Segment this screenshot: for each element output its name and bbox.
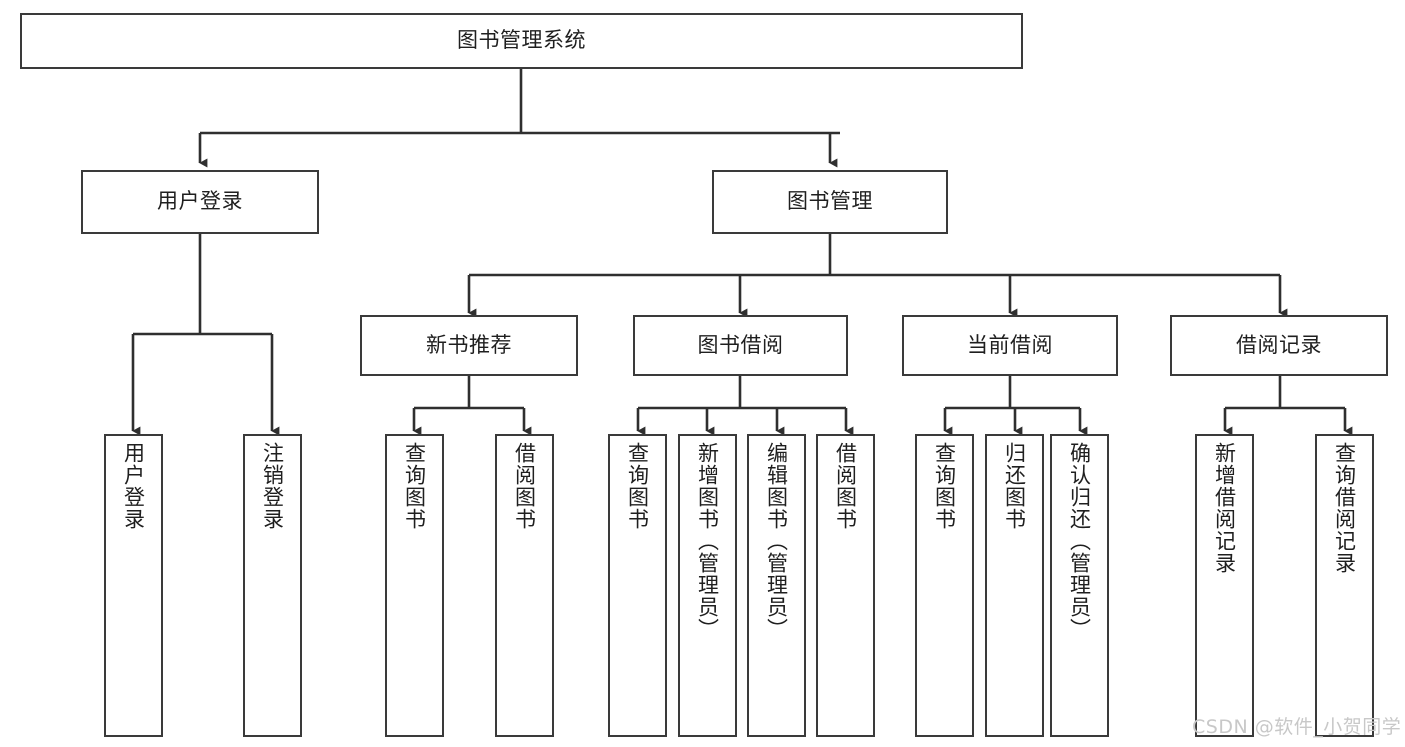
leaf-user-login-signin[interactable]: 用户登录 [104,434,163,737]
watermark: CSDN @软件_小贺同学 [1192,716,1402,738]
node-borrow-records-label: 借阅记录 [1236,332,1322,357]
leaf-label: 注销登录 [260,442,285,530]
leaf-label: 借阅图书 [833,442,858,530]
node-book-management[interactable]: 图书管理 [712,170,948,234]
node-borrow-records[interactable]: 借阅记录 [1170,315,1388,376]
leaf-new-book-borrow[interactable]: 借阅图书 [495,434,554,737]
leaf-label: 用户登录 [121,442,146,530]
leaf-borrow-add-book-admin[interactable]: 新增图书（管理员） [678,434,737,737]
leaf-current-return-book[interactable]: 归还图书 [985,434,1044,737]
leaf-label: 查询图书 [625,442,650,530]
leaf-label: 借阅图书 [512,442,537,530]
node-book-management-label: 图书管理 [787,189,873,214]
node-root[interactable]: 图书管理系统 [20,13,1023,69]
leaf-label: 确认归还（管理员） [1067,442,1092,640]
leaf-label: 查询图书 [402,442,427,530]
node-current-borrow[interactable]: 当前借阅 [902,315,1118,376]
leaf-label: 编辑图书（管理员） [764,442,789,640]
leaf-borrow-query-book[interactable]: 查询图书 [608,434,667,737]
leaf-label: 新增图书（管理员） [695,442,720,640]
leaf-records-add-record[interactable]: 新增借阅记录 [1195,434,1254,737]
node-new-book-recommend-label: 新书推荐 [426,332,512,357]
leaf-label: 查询图书 [932,442,957,530]
leaf-new-book-query[interactable]: 查询图书 [385,434,444,737]
leaf-borrow-edit-book-admin[interactable]: 编辑图书（管理员） [747,434,806,737]
leaf-user-login-signout[interactable]: 注销登录 [243,434,302,737]
leaf-borrow-borrow-book[interactable]: 借阅图书 [816,434,875,737]
leaf-current-confirm-return-admin[interactable]: 确认归还（管理员） [1050,434,1109,737]
node-book-borrow-label: 图书借阅 [697,332,784,357]
node-user-login[interactable]: 用户登录 [81,170,319,234]
leaf-records-query-record[interactable]: 查询借阅记录 [1315,434,1374,737]
leaf-label: 新增借阅记录 [1212,442,1237,574]
node-user-login-label: 用户登录 [157,189,243,214]
node-new-book-recommend[interactable]: 新书推荐 [360,315,578,376]
leaf-label: 归还图书 [1002,442,1027,530]
node-root-label: 图书管理系统 [457,28,586,53]
leaf-current-query-book[interactable]: 查询图书 [915,434,974,737]
node-book-borrow[interactable]: 图书借阅 [633,315,848,376]
leaf-label: 查询借阅记录 [1332,442,1357,574]
node-current-borrow-label: 当前借阅 [967,332,1053,357]
